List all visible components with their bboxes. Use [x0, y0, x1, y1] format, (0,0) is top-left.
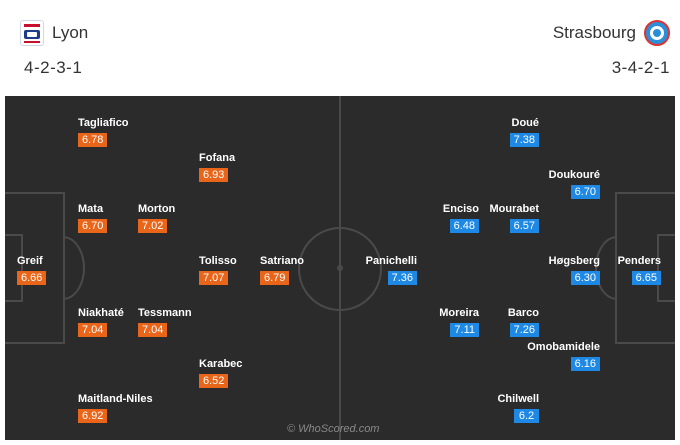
player-rating: 7.02 — [138, 219, 168, 233]
player-name: Tolisso — [199, 255, 237, 267]
player-name: Moreira — [439, 307, 479, 319]
player-rating: 6.93 — [199, 168, 229, 182]
player-name: Greif — [17, 255, 43, 267]
player-away-penders[interactable]: Penders 6.65 — [618, 254, 661, 285]
player-away-doue[interactable]: Doué 7.38 — [509, 116, 540, 147]
player-rating: 7.04 — [78, 323, 108, 337]
player-away-enciso[interactable]: Enciso 6.48 — [443, 202, 479, 233]
player-home-karabec[interactable]: Karabec 6.52 — [199, 357, 242, 388]
player-name: Mata — [78, 203, 104, 215]
player-home-mata[interactable]: Mata 6.70 — [78, 202, 108, 233]
player-name: Doué — [511, 117, 540, 129]
player-away-panichelli[interactable]: Panichelli 7.36 — [366, 254, 417, 285]
player-rating: 7.04 — [138, 323, 168, 337]
player-name: Doukouré — [548, 169, 600, 181]
player-name: Penders — [617, 255, 661, 267]
player-name: Niakhaté — [78, 307, 124, 319]
left-penalty-box — [5, 192, 65, 344]
player-rating: 6.52 — [199, 374, 229, 388]
home-team-block: Lyon 4-2-3-1 — [10, 6, 310, 92]
player-name: Satriano — [260, 255, 305, 267]
centre-circle — [298, 227, 382, 311]
player-rating: 7.11 — [450, 323, 479, 337]
player-home-niakhate[interactable]: Niakhaté 7.04 — [78, 306, 124, 337]
away-formation: 3-4-2-1 — [611, 58, 670, 77]
player-name: Tagliafico — [78, 117, 129, 129]
player-rating: 6.79 — [260, 271, 290, 285]
player-rating: 6.78 — [78, 133, 108, 147]
strasbourg-crest-icon — [644, 20, 670, 46]
player-rating: 7.26 — [509, 323, 539, 337]
player-name: Tessmann — [138, 307, 192, 319]
away-team-name[interactable]: Strasbourg — [552, 23, 636, 42]
right-penalty-box — [615, 192, 675, 344]
match-header: Lyon 4-2-3-1 Strasbourg 3-4-2-1 — [0, 0, 680, 92]
pitch: Tagliafico 6.78 Fofana 6.93 Mata 6.70 Mo… — [5, 96, 675, 440]
player-home-greif[interactable]: Greif 6.66 — [17, 254, 47, 285]
player-name: Barco — [507, 307, 539, 319]
player-away-doukoure[interactable]: Doukouré 6.70 — [549, 168, 600, 199]
home-formation: 4-2-3-1 — [24, 58, 83, 77]
player-rating: 6.65 — [631, 271, 661, 285]
player-rating: 6.57 — [509, 219, 539, 233]
player-name: Enciso — [442, 203, 479, 215]
player-home-tagliafico[interactable]: Tagliafico 6.78 — [78, 116, 129, 147]
player-rating: 7.07 — [199, 271, 229, 285]
player-away-omobamidele[interactable]: Omobamidele 6.16 — [527, 340, 600, 371]
player-name: Omobamidele — [527, 341, 600, 353]
player-rating: 6.48 — [449, 219, 479, 233]
player-home-tessmann[interactable]: Tessmann 7.04 — [138, 306, 192, 337]
lyon-crest-icon — [20, 20, 44, 46]
player-rating: 6.70 — [570, 185, 600, 199]
player-name: Fofana — [199, 152, 236, 164]
player-rating: 6.92 — [78, 409, 108, 423]
player-rating: 7.38 — [509, 133, 539, 147]
player-away-hogsberg[interactable]: Høgsberg 6.30 — [549, 254, 600, 285]
player-name: Mourabet — [489, 203, 540, 215]
player-name: Panichelli — [365, 255, 417, 267]
player-name: Høgsberg — [548, 255, 600, 267]
player-rating: 6.70 — [78, 219, 108, 233]
player-home-morton[interactable]: Morton 7.02 — [138, 202, 175, 233]
player-away-mourabet[interactable]: Mourabet 6.57 — [489, 202, 540, 233]
player-away-chilwell[interactable]: Chilwell 6.2 — [497, 392, 539, 423]
player-home-maitland-niles[interactable]: Maitland-Niles 6.92 — [78, 392, 153, 423]
player-name: Chilwell — [497, 393, 539, 405]
player-rating: 6.30 — [570, 271, 600, 285]
player-rating: 6.66 — [17, 271, 47, 285]
home-team-name[interactable]: Lyon — [52, 23, 89, 42]
right-six-yard-box — [657, 234, 675, 302]
away-team-row[interactable]: Strasbourg — [553, 20, 670, 46]
player-away-barco[interactable]: Barco 7.26 — [508, 306, 539, 337]
left-six-yard-box — [5, 234, 23, 302]
player-home-satriano[interactable]: Satriano 6.79 — [260, 254, 304, 285]
player-name: Maitland-Niles — [78, 393, 153, 405]
player-name: Karabec — [199, 358, 243, 370]
player-name: Morton — [138, 203, 176, 215]
home-team-row[interactable]: Lyon — [20, 20, 88, 46]
watermark: © WhoScored.com — [287, 423, 380, 435]
player-rating: 6.2 — [514, 409, 539, 423]
player-rating: 6.16 — [570, 357, 600, 371]
player-away-moreira[interactable]: Moreira 7.11 — [439, 306, 479, 337]
centre-spot — [337, 265, 343, 271]
player-home-fofana[interactable]: Fofana 6.93 — [199, 151, 235, 182]
player-home-tolisso[interactable]: Tolisso 7.07 — [199, 254, 237, 285]
player-rating: 7.36 — [387, 271, 417, 285]
away-team-block: Strasbourg 3-4-2-1 — [370, 6, 670, 92]
